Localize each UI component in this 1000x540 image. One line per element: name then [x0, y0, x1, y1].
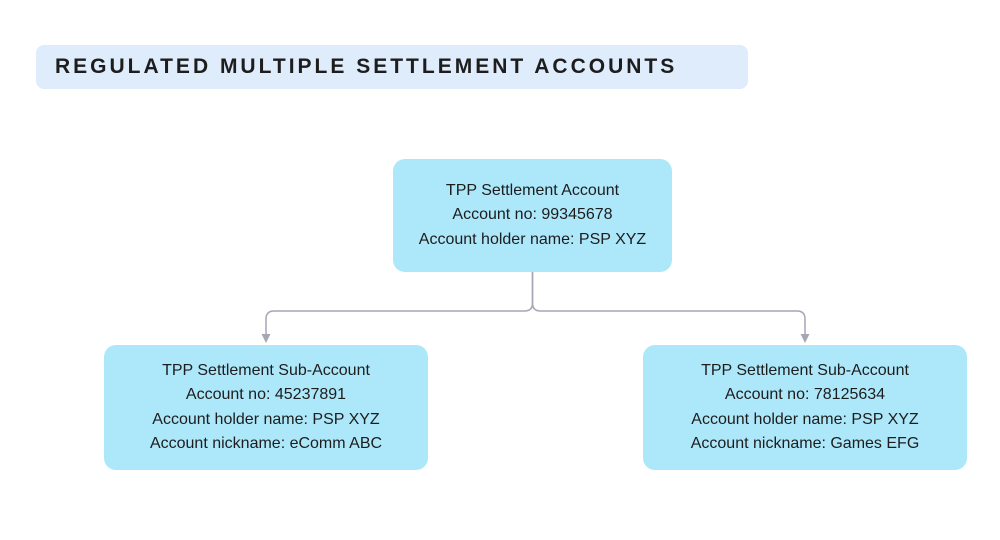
node-sub-account-games: TPP Settlement Sub-Account Account no: 7…	[643, 345, 967, 470]
node-nickname-line: Account nickname: Games EFG	[690, 435, 920, 452]
node-holder-line: Account holder name: PSP XYZ	[691, 410, 919, 428]
node-sub-account-ecomm: TPP Settlement Sub-Account Account no: 4…	[104, 345, 428, 470]
node-title-line: TPP Settlement Account	[445, 181, 620, 199]
arrowhead-right-icon	[800, 334, 810, 343]
node-nickname-line: Account nickname: eComm ABC	[149, 435, 383, 452]
node-holder-line: Account holder name: PSP XYZ	[152, 410, 380, 428]
node-tpp-settlement-account: TPP Settlement Account Account no: 99345…	[393, 159, 672, 272]
node-account-no-line: Account no: 78125634	[724, 386, 886, 403]
arrowhead-left-icon	[261, 334, 271, 343]
connector-left-branch	[265, 272, 534, 335]
node-title-line: TPP Settlement Sub-Account	[162, 361, 370, 379]
diagram-title: REGULATED MULTIPLE SETTLEMENT ACCOUNTS	[55, 55, 678, 78]
node-account-no-line: Account no: 45237891	[185, 386, 347, 403]
node-title-line: TPP Settlement Sub-Account	[701, 361, 909, 379]
node-account-no-line: Account no: 99345678	[452, 206, 613, 224]
diagram-title-banner: REGULATED MULTIPLE SETTLEMENT ACCOUNTS	[36, 45, 748, 89]
connector-right-branch	[531, 272, 806, 335]
node-holder-line: Account holder name: PSP XYZ	[418, 230, 647, 248]
